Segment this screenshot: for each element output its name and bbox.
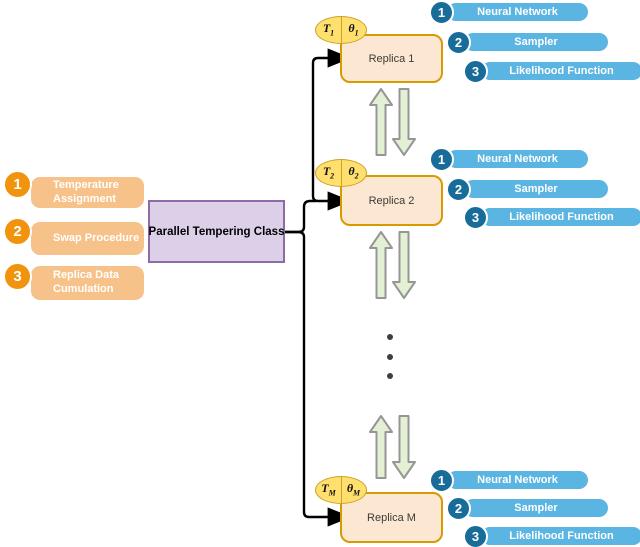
component-number-badge: 2 — [446, 177, 471, 202]
swap-arrow-down — [392, 231, 416, 299]
theta-label: θ1 — [348, 21, 359, 38]
component-label-likelihood-function: Likelihood Function — [481, 62, 640, 80]
component-number-badge: 1 — [429, 468, 454, 493]
left-item-number-badge: 3 — [3, 262, 32, 291]
left-item-label-swap-procedure: Swap Procedure — [31, 222, 144, 255]
swap-arrow-down — [392, 88, 416, 156]
swap-arrow-up — [369, 415, 393, 479]
swap-arrow-up — [369, 231, 393, 299]
component-label-sampler: Sampler — [464, 33, 608, 51]
temperature-label: TM — [321, 481, 336, 498]
parallel-tempering-class-box: Parallel Tempering Class — [148, 200, 285, 263]
connector-fork-up — [285, 199, 316, 234]
component-number-badge: 1 — [429, 147, 454, 172]
ellipsis-dot — [387, 354, 393, 360]
left-item-label-replica-data-cumulation: Replica Data Cumulation — [31, 266, 144, 300]
component-label-likelihood-function: Likelihood Function — [481, 527, 640, 545]
temperature-label: T2 — [322, 164, 335, 181]
connector-to-replica-1 — [311, 48, 352, 68]
component-number-badge: 2 — [446, 30, 471, 55]
swap-arrow-up — [369, 88, 393, 156]
component-number-badge: 3 — [463, 205, 488, 230]
temperature-label: T1 — [322, 21, 335, 38]
swap-arrow-down — [392, 415, 416, 479]
left-item-number-badge: 1 — [3, 170, 32, 199]
temperature-theta-ellipse-1: T1 θ1 — [315, 16, 367, 44]
component-number-badge: 3 — [463, 524, 488, 547]
theta-label: θ2 — [348, 164, 359, 181]
ellipse-divider — [341, 17, 342, 43]
ellipse-divider — [341, 160, 342, 186]
component-label-neural-network: Neural Network — [447, 3, 588, 21]
connector-to-replica-m — [285, 230, 352, 527]
ellipsis-dot — [387, 373, 393, 379]
ellipsis-dot — [387, 334, 393, 340]
component-number-badge: 3 — [463, 59, 488, 84]
component-label-sampler: Sampler — [464, 499, 608, 517]
left-item-label-temperature-assignment: Temperature Assignment — [31, 177, 144, 208]
temperature-theta-ellipse-2: T2 θ2 — [315, 159, 367, 187]
theta-label: θM — [346, 481, 361, 498]
left-item-number-badge: 2 — [3, 217, 32, 246]
component-label-neural-network: Neural Network — [447, 471, 588, 489]
temperature-theta-ellipse-m: TM θM — [315, 476, 367, 504]
ellipse-divider — [341, 477, 342, 503]
component-label-likelihood-function: Likelihood Function — [481, 208, 640, 226]
component-number-badge: 1 — [429, 0, 454, 25]
replica-1-box: Replica 1 — [340, 34, 443, 83]
replica-2-box: Replica 2 — [340, 175, 443, 226]
component-number-badge: 2 — [446, 496, 471, 521]
component-label-sampler: Sampler — [464, 180, 608, 198]
component-label-neural-network: Neural Network — [447, 150, 588, 168]
